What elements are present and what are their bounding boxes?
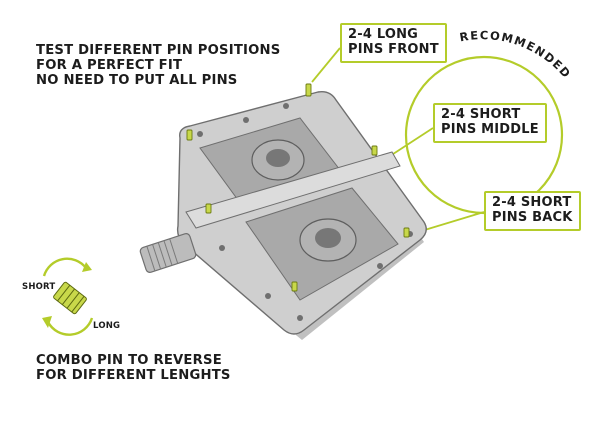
callout-long-pins-front: 2-4 LONG PINS FRONT (340, 23, 447, 63)
pin-middle-right (371, 145, 378, 156)
pins (186, 83, 410, 292)
intro-text: TEST DIFFERENT PIN POSITIONS FOR A PERFE… (36, 43, 280, 88)
intro-line-3: NO NEED TO PUT ALL PINS (36, 73, 280, 88)
callout-middle-line-2: PINS MIDDLE (441, 121, 539, 137)
intro-line-2-highlight: PERFECT FIT (86, 58, 183, 74)
intro-line-3-highlight: NO NEED (36, 73, 105, 89)
callout-front-count: 2-4 (348, 27, 373, 42)
combo-pin-caption: COMBO PIN TO REVERSE FOR DIFFERENT LENGH… (36, 353, 231, 383)
callout-middle-count: 2-4 (441, 107, 466, 122)
leader-line-back (417, 211, 485, 233)
pin-front-center (305, 83, 312, 97)
callout-front-kind: LONG (376, 27, 419, 42)
combo-pin-icon (42, 257, 94, 336)
callout-back-line-1: 2-4 SHORT (492, 195, 573, 211)
pin-middle-left (205, 203, 212, 214)
leader-line-middle (389, 127, 434, 157)
recommended-label: RECOMMENDED (459, 28, 574, 81)
callout-back-count: 2-4 (492, 195, 517, 210)
intro-line-2-prefix: FOR A (36, 58, 87, 74)
callout-short-pins-back: 2-4 SHORT PINS BACK (484, 191, 581, 231)
combo-caption-line-2: FOR DIFFERENT LENGHTS (36, 368, 231, 384)
callout-middle-kind: SHORT (469, 107, 521, 122)
intro-line-2: FOR A PERFECT FIT (36, 58, 280, 73)
combo-pin-long-label: LONG (93, 321, 121, 331)
callout-middle-line-1: 2-4 SHORT (441, 107, 539, 123)
intro-line-1: TEST DIFFERENT PIN POSITIONS (36, 43, 281, 58)
callout-short-pins-middle: 2-4 SHORT PINS MIDDLE (433, 103, 547, 143)
pin-back-right (403, 227, 410, 238)
pedal-body (139, 90, 427, 340)
callout-back-line-2: PINS BACK (492, 209, 573, 225)
intro-line-3-suffix: TO PUT ALL PINS (104, 73, 238, 89)
combo-pin-short-label: SHORT (22, 282, 56, 292)
pin-front-left (186, 129, 193, 141)
pin-back-left (291, 281, 298, 292)
callout-back-kind: SHORT (520, 195, 572, 210)
callout-front-line-2: PINS FRONT (348, 41, 439, 57)
combo-caption-line-1: COMBO PIN TO REVERSE (36, 353, 222, 368)
callout-front-line-1: 2-4 LONG (348, 27, 439, 43)
leader-line-front (311, 47, 341, 83)
